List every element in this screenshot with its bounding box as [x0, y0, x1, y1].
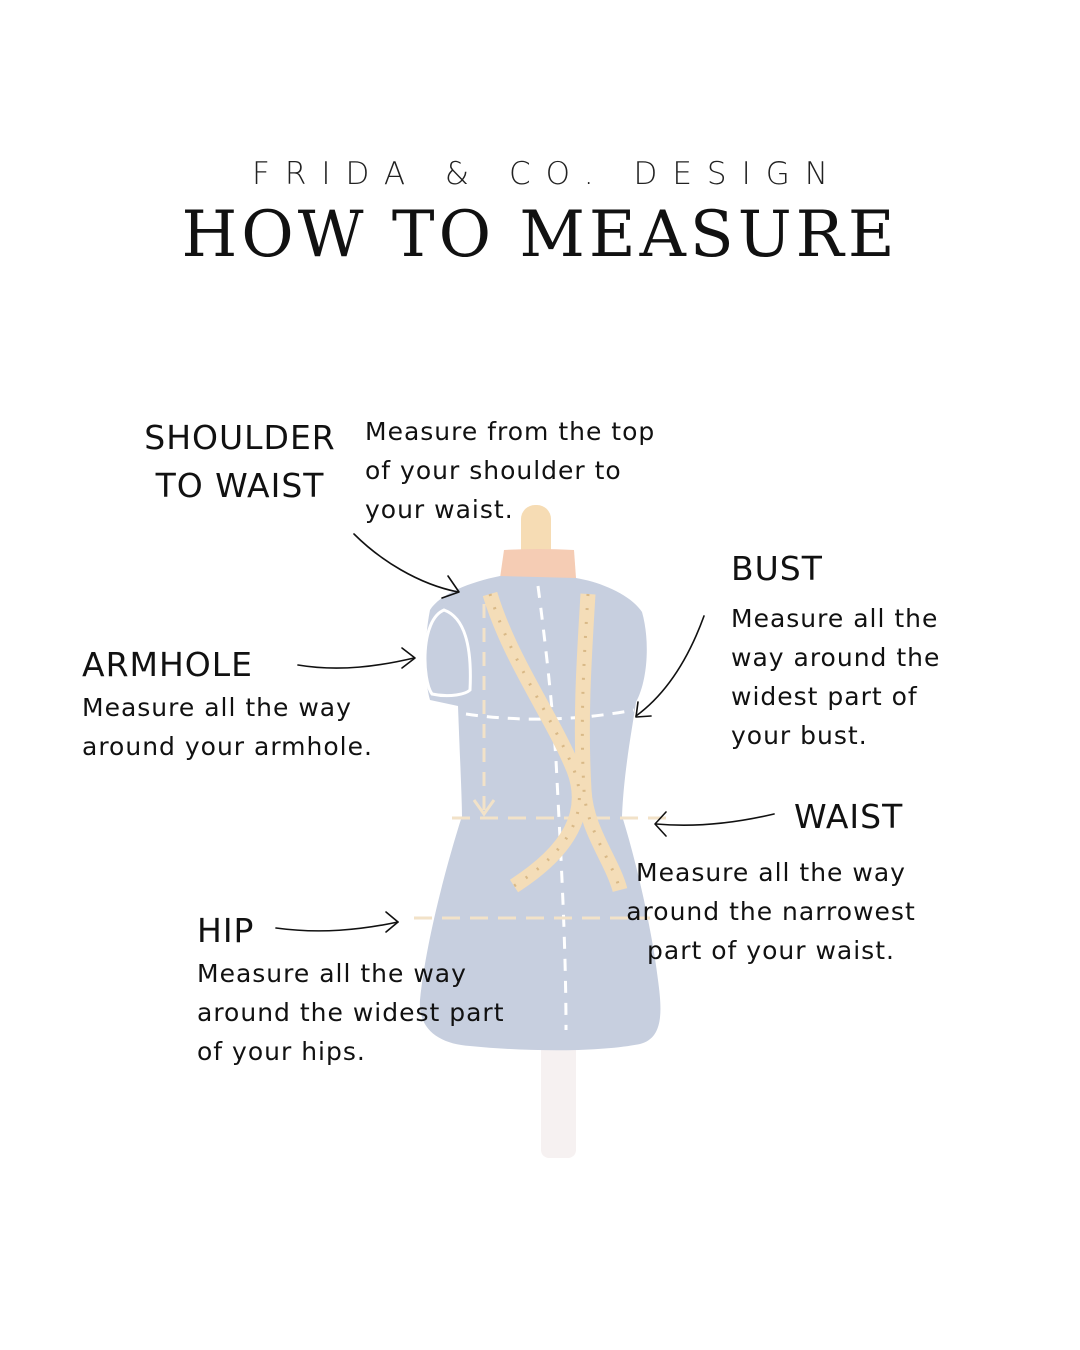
bust-arrow	[635, 615, 705, 717]
center-front-line	[536, 585, 568, 1031]
hip-label-text: HIP	[197, 911, 255, 950]
armhole-desc-line-1: Measure all the way	[82, 693, 352, 722]
hip-arrowhead	[385, 911, 399, 933]
waist-label-text: WAIST	[794, 797, 904, 836]
shoulder-desc-line-3: your waist.	[365, 495, 514, 524]
armhole-arrow	[297, 657, 415, 669]
armhole-label-text: ARMHOLE	[82, 645, 254, 684]
bust-label-text: BUST	[731, 549, 823, 588]
bust-desc-line-1: Measure all the	[731, 604, 939, 633]
armhole-desc-line-2: around your armhole.	[82, 732, 373, 761]
hip-description: Measure all the way around the widest pa…	[197, 954, 505, 1071]
bust-description: Measure all the way around the widest pa…	[731, 599, 940, 755]
waist-label: WAIST	[794, 796, 903, 839]
shoulder-desc-line-2: of your shoulder to	[365, 456, 622, 485]
shoulder-arrowhead	[441, 575, 460, 599]
shoulder-label-line-1: SHOULDER	[144, 418, 336, 457]
tape-ticks-left	[488, 593, 581, 888]
armhole-arrowhead	[401, 647, 416, 669]
brand-name: FRIDA & CO. DESIGN	[252, 156, 843, 192]
tape-ticks-right	[580, 593, 622, 891]
hip-desc-line-3: of your hips.	[197, 1037, 366, 1066]
hip-label: HIP	[197, 910, 254, 953]
mannequin-stand	[541, 1030, 576, 1158]
armhole-label: ARMHOLE	[82, 644, 253, 687]
waist-description: Measure all the way around the narrowest…	[606, 853, 936, 970]
bust-desc-line-4: your bust.	[731, 721, 868, 750]
waist-arrowhead	[654, 811, 667, 837]
bust-line	[465, 708, 635, 721]
shoulder-label-line-2: TO WAIST	[155, 466, 325, 505]
bust-desc-line-2: way around the	[731, 643, 941, 672]
hip-desc-line-2: around the widest part	[197, 998, 505, 1027]
page-title: HOW TO MEASURE	[181, 198, 899, 272]
hip-arrow	[275, 921, 399, 932]
waist-desc-line-2: around the narrowest	[626, 897, 916, 926]
bust-label: BUST	[731, 548, 823, 591]
bust-desc-line-3: widest part of	[731, 682, 918, 711]
shoulder-arrow	[353, 533, 459, 593]
mannequin-neck-band	[500, 549, 576, 580]
waist-arrow	[655, 813, 775, 827]
shoulder-to-waist-label: SHOULDER TO WAIST	[140, 414, 340, 510]
hip-desc-line-1: Measure all the way	[197, 959, 467, 988]
shoulder-desc-line-1: Measure from the top	[365, 417, 656, 446]
waist-desc-line-1: Measure all the way	[636, 858, 906, 887]
shoulder-waist-arrowhead	[472, 799, 496, 817]
bust-arrowhead	[635, 701, 652, 718]
armhole-outline	[423, 608, 472, 698]
shoulder-to-waist-description: Measure from the top of your shoulder to…	[365, 412, 655, 529]
mannequin-body	[419, 576, 661, 1051]
armhole-description: Measure all the way around your armhole.	[82, 688, 373, 766]
waist-desc-line-3: part of your waist.	[647, 936, 895, 965]
